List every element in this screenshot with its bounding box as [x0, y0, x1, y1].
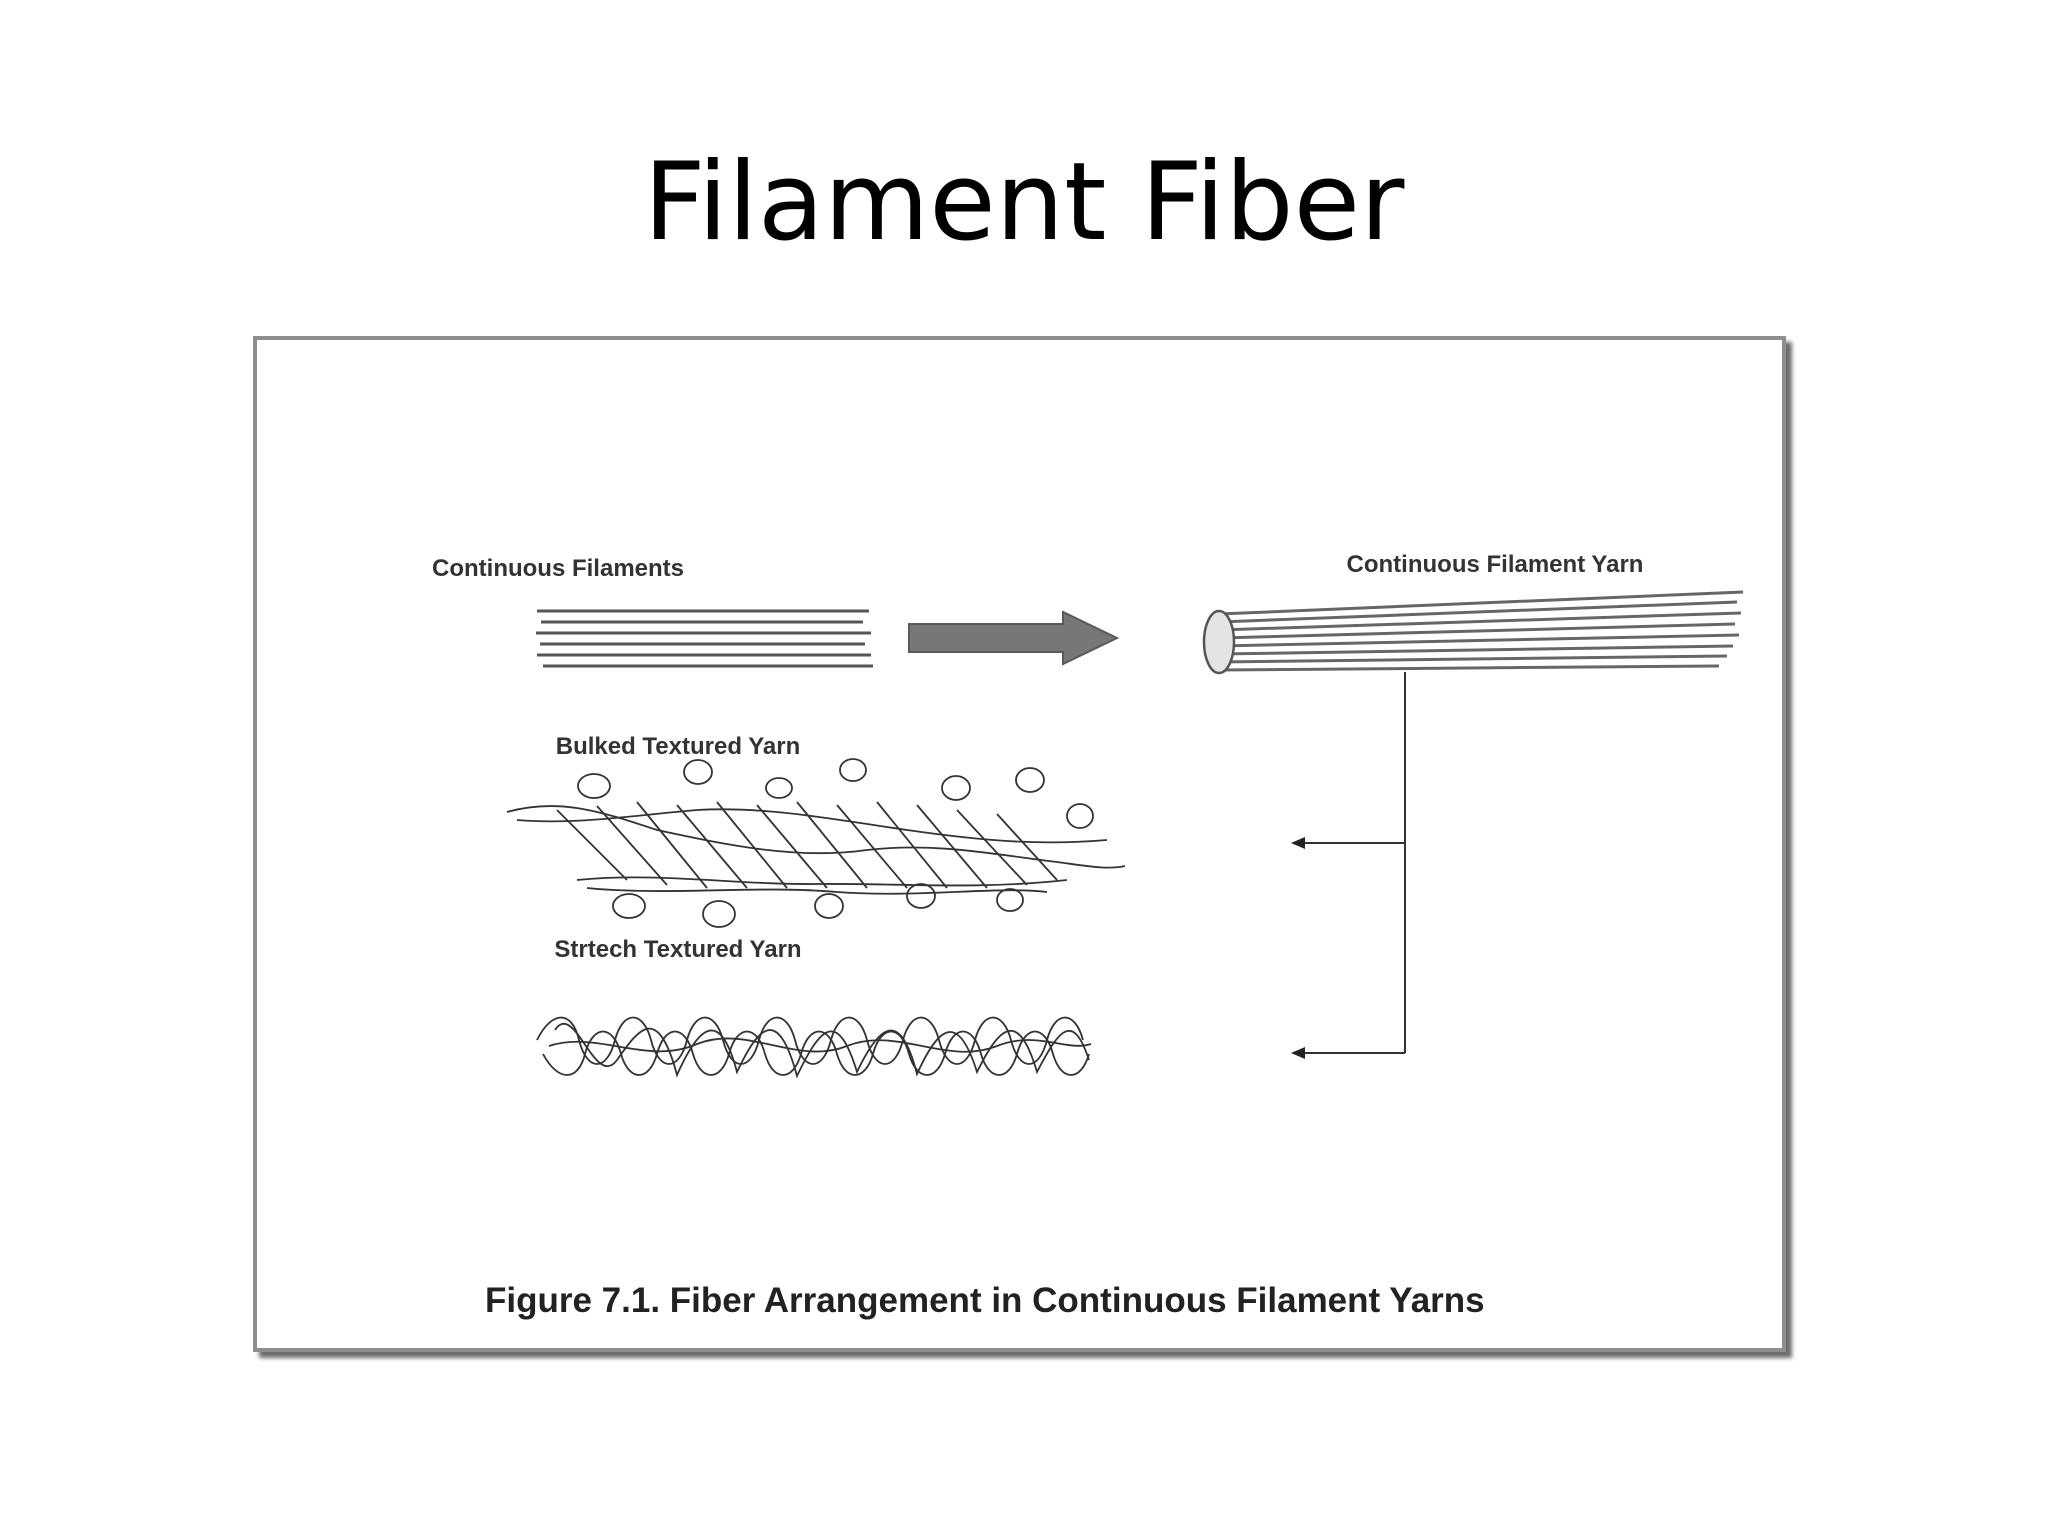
- label-continuous-filament-yarn: Continuous Filament Yarn: [1347, 551, 1644, 578]
- label-stretch-textured-yarn: Strtech Textured Yarn: [554, 936, 801, 963]
- label-bulked-textured-yarn: Bulked Textured Yarn: [556, 733, 801, 760]
- process-arrow-icon: [908, 610, 1120, 666]
- slide-title: Filament Fiber: [643, 140, 1405, 265]
- bulked-textured-yarn-illustration: [506, 758, 1126, 928]
- label-continuous-filaments: Continuous Filaments: [432, 555, 684, 582]
- figure-caption: Figure 7.1. Fiber Arrangement in Continu…: [485, 1281, 1485, 1320]
- fiber-arrangement-diagram: Continuous Filaments Continuous Filament…: [432, 551, 1744, 1320]
- connector-lines: [1291, 672, 1406, 1059]
- continuous-filament-yarn-illustration: [1202, 590, 1744, 675]
- continuous-filaments-illustration: [536, 609, 873, 668]
- stretch-textured-yarn-illustration: [536, 1016, 1092, 1079]
- figure-frame: Continuous Filaments Continuous Filament…: [253, 336, 1786, 1352]
